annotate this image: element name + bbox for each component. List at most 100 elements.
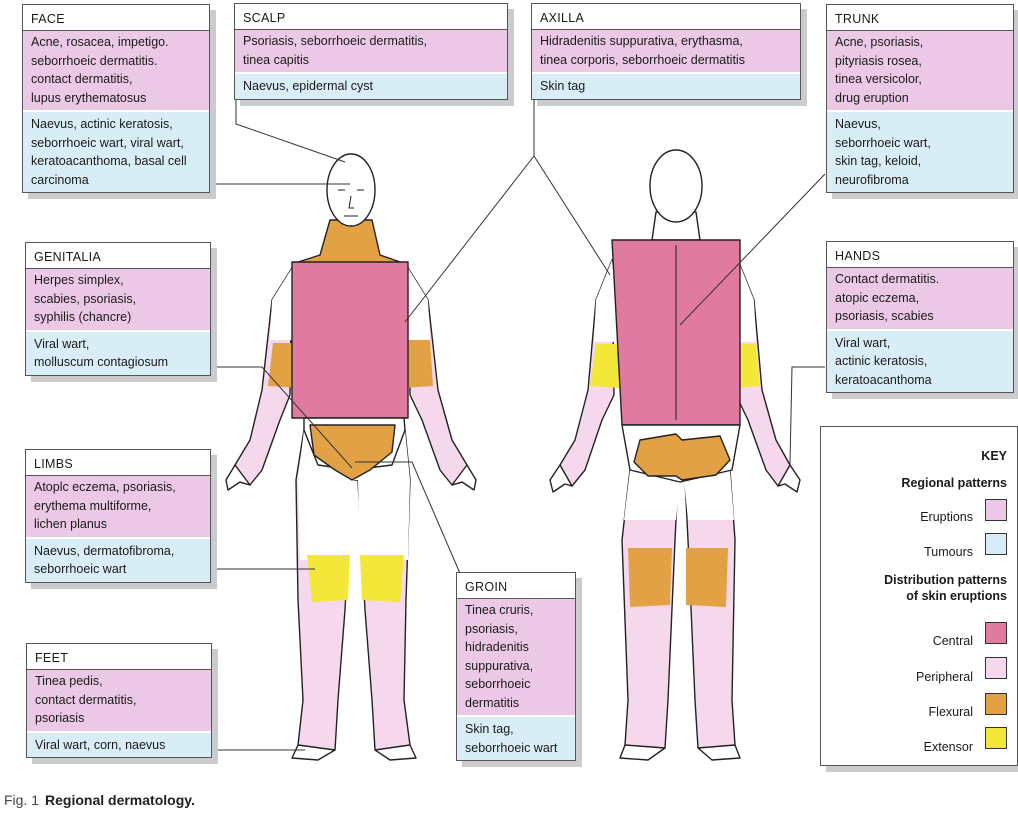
caption-title: Regional dermatology. (45, 792, 195, 808)
front-torso (291, 261, 409, 419)
leader-genitalia (208, 366, 353, 469)
text-line: erythema multiforme, (34, 498, 152, 513)
text-line: skin tag, keloid, (835, 154, 922, 168)
key-extensor-label: Extensor (923, 740, 973, 754)
extensor-swatch (985, 727, 1007, 749)
scalp-tumours: Naevus, epidermal cyst (235, 74, 507, 99)
text-line: Naevus, epidermal cyst (243, 79, 373, 93)
text-line: Psoriasis, seborrhoeic dermatitis, (243, 34, 428, 48)
text-line: tinea capitis (243, 52, 310, 67)
axilla-box: AXILLA Hidradenitis suppurativa, erythas… (531, 3, 801, 100)
genitalia-title: GENITALIA (26, 243, 210, 269)
back-left-foot (619, 744, 666, 761)
hands-box: HANDS Contact dermatitis.atopic eczema,p… (826, 241, 1014, 393)
eruptions-swatch (985, 499, 1007, 521)
text-line: psoriasis (35, 711, 85, 725)
front-knee-left (307, 555, 350, 602)
text-line: Tinea pedis, (35, 674, 103, 688)
leader-trunk (679, 173, 826, 326)
text-line: Naevus, dermatofibroma, (34, 543, 175, 558)
trunk-tumours: Naevus,seborrhoeic wart,skin tag, keloid… (827, 112, 1013, 192)
key-title: KEY (981, 449, 1007, 463)
text-line: psoriasis, scabies (835, 309, 934, 323)
text-line: tinea corporis, seborrhoeic dermatitis (540, 52, 745, 67)
leader-axilla (404, 96, 611, 323)
leader-lines (208, 96, 826, 751)
text-line: lupus erythematosus (31, 90, 147, 105)
text-line: atopic eczema, (835, 290, 920, 305)
text-line: Naevus, actinic keratosis, (31, 117, 173, 131)
text-line: Acne, psoriasis, (835, 35, 924, 49)
text-line: actinic keratosis, (835, 354, 928, 368)
text-line: tinea versicolor, (835, 72, 922, 86)
key-flexural-label: Flexural (928, 705, 973, 719)
flexural-swatch (985, 693, 1007, 715)
key-tumours-label: Tumours (924, 545, 973, 559)
groin-tumours: Skin tag, seborrhoeic wart (457, 717, 575, 760)
text-line: contact dermatitis, (35, 692, 137, 707)
back-head (649, 149, 703, 223)
leader-hands (789, 366, 825, 465)
back-figure (549, 149, 801, 761)
key-eruptions-label: Eruptions (920, 510, 973, 524)
text-line: seborrhoeic wart (465, 740, 558, 755)
hands-tumours: Viral wart, actinic keratosis, keratoacant… (827, 330, 1013, 392)
scalp-eruptions: Psoriasis, seborrhoeic dermatitis, tinea … (235, 30, 507, 74)
front-figure (225, 153, 477, 761)
back-knee-left (628, 548, 672, 607)
groin-box: GROIN Tinea cruris,psoriasis,hidradeniti… (456, 572, 576, 761)
genitalia-tumours: Viral wart,molluscum contagiosum (26, 331, 210, 375)
key-distribution-heading: Distribution patterns of skin eruptions (884, 572, 1007, 604)
key-distribution-heading-line2: of skin eruptions (906, 589, 1007, 603)
scalp-title: SCALP (235, 4, 507, 30)
text-line: Contact dermatitis. (835, 272, 940, 286)
back-right-foot (697, 744, 741, 761)
front-neck (291, 219, 407, 265)
back-elbow-left (590, 344, 624, 388)
limbs-eruptions: Atoplc eczema, psoriasis,erythema multif… (26, 476, 210, 539)
front-right-foot (374, 744, 417, 761)
leader-groin (355, 461, 463, 579)
front-elbow-right (402, 340, 433, 388)
text-line: Acne, rosacea, impetigo. (31, 35, 169, 49)
peripheral-swatch (985, 657, 1007, 679)
text-line: contact dermatitis, (31, 72, 133, 86)
text-line: keratoacanthoma (835, 372, 932, 387)
text-line: Tinea cruris, (465, 603, 534, 617)
front-groin (309, 424, 396, 481)
text-line: psoriasis, (465, 621, 518, 636)
feet-box: FEET Tinea pedis, contact dermatitis, psor… (26, 643, 212, 758)
front-head (326, 153, 376, 227)
front-right-hand (451, 464, 477, 491)
feet-tumours: Viral wart, corn, naevus (27, 732, 211, 757)
text-line: Viral wart, corn, naevus (35, 737, 166, 752)
axilla-title: AXILLA (532, 4, 800, 30)
text-line: seborrhoeic wart (34, 562, 127, 576)
legend-key: KEY Regional patterns Eruptions Tumours … (820, 426, 1018, 766)
text-line: neurofibroma (835, 172, 909, 187)
feet-title: FEET (27, 644, 211, 670)
text-line: scabies, psoriasis, (34, 291, 137, 306)
front-left-hand (225, 464, 251, 491)
front-left-foot (291, 744, 336, 761)
back-knee-right (686, 548, 728, 607)
text-line: suppurativa, (465, 658, 534, 673)
text-line: Viral wart, (34, 336, 90, 351)
feet-eruptions: Tinea pedis, contact dermatitis, psoriasis (27, 670, 211, 733)
text-line: keratoacanthoma, basal cell (31, 154, 187, 168)
leader-scalp (235, 96, 346, 163)
text-line: Skin tag, (465, 722, 514, 736)
trunk-title: TRUNK (827, 5, 1013, 31)
text-line: seborrhoeic wart, viral wart, (31, 135, 184, 150)
text-line: carcinoma (31, 172, 89, 187)
text-line: pityriasis rosea, (835, 53, 922, 68)
face-eruptions: Acne, rosacea, impetigo.seborrhoeic derm… (23, 31, 209, 112)
axilla-tumours: Skin tag (532, 74, 800, 99)
text-line: hidradenitis (465, 640, 529, 654)
face-title: FACE (23, 5, 209, 31)
text-line: Viral wart, (835, 335, 891, 350)
text-line: Naevus, (835, 117, 881, 131)
